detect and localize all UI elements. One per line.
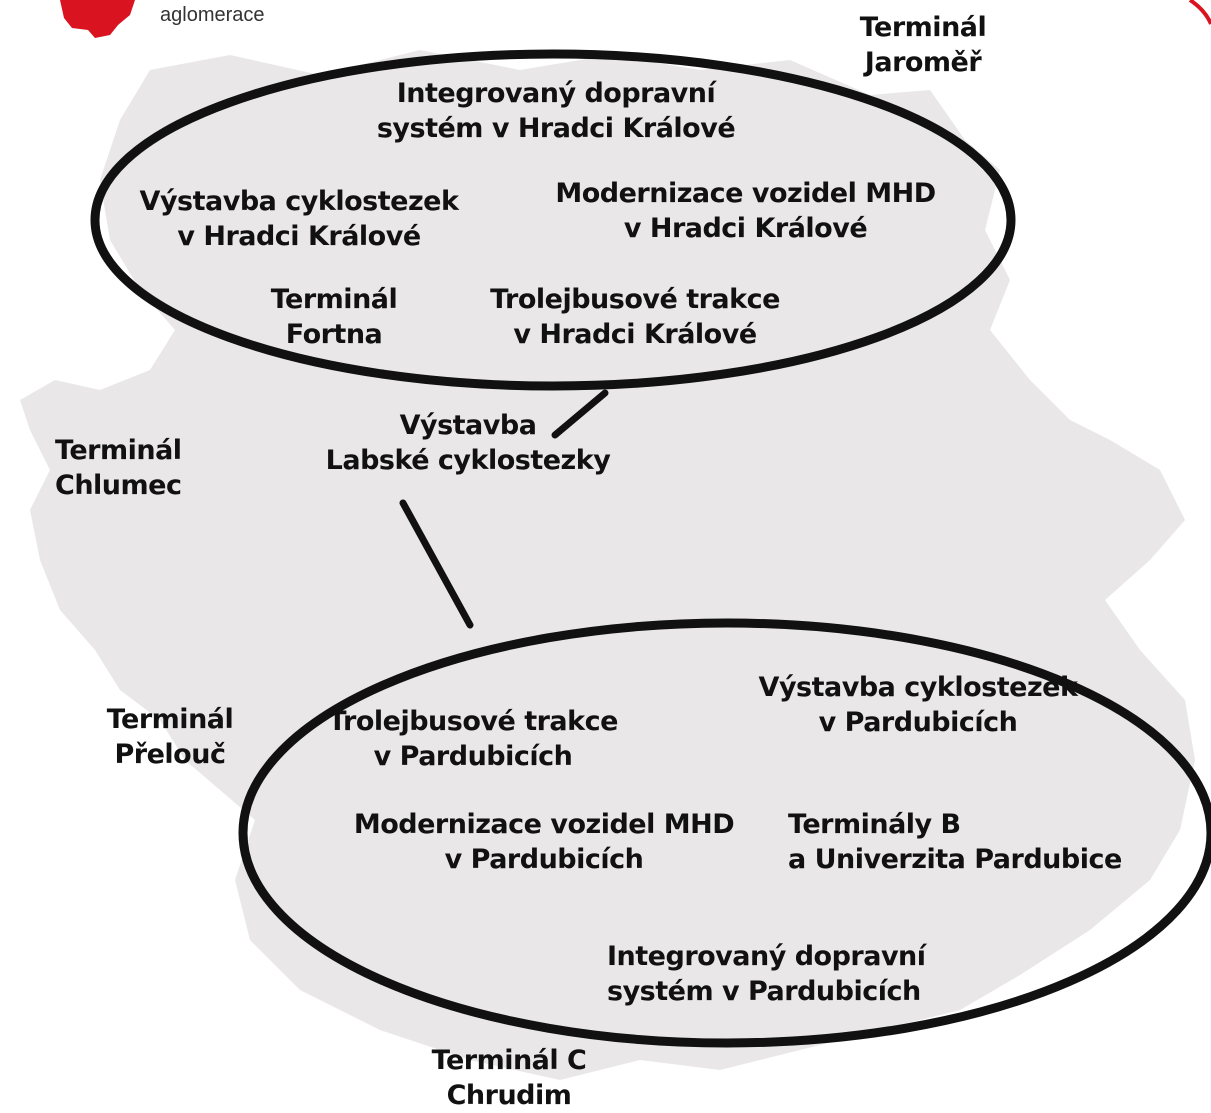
terminal-jaromer-label: Terminál Jaroměř [859, 12, 987, 78]
pardubice-trolleybus-label: Trolejbusové trakce v Pardubicích [328, 706, 618, 772]
terminals-b-university-label: Terminály B a Univerzita Pardubice [788, 809, 1122, 875]
pardubice-mhd-vehicles-label: Modernizace vozidel MHD v Pardubicích [353, 809, 735, 875]
hradec-ellipse [90, 49, 1016, 391]
hradec-mhd-vehicles-label: Modernizace vozidel MHD v Hradci Králové [555, 178, 936, 244]
pardubice-cycle-paths-label: Výstavba cyklostezek v Pardubicích [758, 672, 1078, 738]
hradec-cycle-paths-label: Výstavba cyklostezek v Hradci Králové [139, 186, 459, 252]
region-map-silhouette [20, 50, 1195, 1080]
hradec-ids-label: Integrovaný dopravní systém v Hradci Krá… [376, 78, 736, 144]
pardubice-ellipse [238, 618, 1211, 1048]
terminal-chlumec-label: Terminál Chlumec [55, 435, 182, 501]
labe-cycle-path-label: Výstavba Labské cyklostezky [325, 410, 611, 476]
connector-line-lower [399, 499, 474, 629]
corner-arc [1188, 0, 1211, 25]
connector-line-upper [551, 389, 609, 439]
hradec-trolleybus-label: Trolejbusové trakce v Hradci Králové [490, 284, 780, 350]
terminal-c-chrudim-label: Terminál C Chrudim [431, 1045, 587, 1111]
logo-text: aglomerace [160, 4, 265, 26]
logo-mark [60, 0, 135, 38]
pardubice-ids-label: Integrovaný dopravní systém v Pardubicíc… [607, 941, 926, 1007]
terminal-prelouc-label: Terminál Přelouč [106, 704, 234, 770]
terminal-fortna-label: Terminál Fortna [270, 284, 398, 350]
